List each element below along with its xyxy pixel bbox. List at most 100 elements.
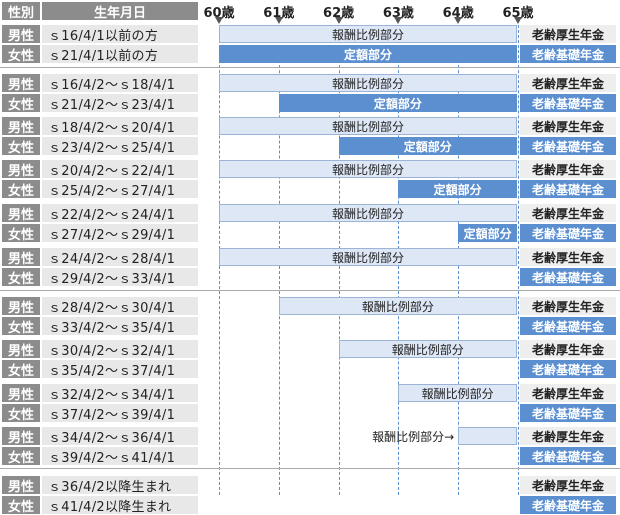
birthdate-range-male: ｓ34/4/2～ｓ36/4/1 xyxy=(42,427,198,446)
proportional-bar-label: 報酬比例部分 xyxy=(331,76,404,91)
age-label: 64歳 xyxy=(442,6,474,21)
gender-male: 男性 xyxy=(2,204,40,223)
proportional-bar-label: 報酬比例部分 xyxy=(361,299,434,314)
birthdate-range-female: ｓ27/4/2～ｓ29/4/1 xyxy=(42,224,198,243)
kosei-pension-label: 老齢厚生年金 xyxy=(520,248,616,266)
proportional-bar-label: 報酬比例部分 xyxy=(331,162,404,177)
age-label: 63歳 xyxy=(382,6,414,21)
gender-female: 女性 xyxy=(2,180,40,199)
proportional-bar: 報酬比例部分 xyxy=(219,74,517,92)
fixed-bar: 定額部分 xyxy=(278,94,517,112)
kiso-pension-label: 老齢基礎年金 xyxy=(520,137,616,155)
proportional-arrow-note: 報酬比例部分→ xyxy=(372,429,455,444)
section-divider xyxy=(0,67,620,68)
birthdate-range-female: ｓ33/4/2～ｓ35/4/1 xyxy=(42,317,198,336)
proportional-bar: 報酬比例部分 xyxy=(219,204,517,222)
proportional-bar-label: 報酬比例部分 xyxy=(331,27,404,42)
proportional-bar-label: 報酬比例部分 xyxy=(391,342,464,357)
age-marker-icon xyxy=(394,17,403,24)
age-label: 65歳 xyxy=(502,6,534,21)
kiso-pension-label: 老齢基礎年金 xyxy=(520,268,616,286)
birthdate-range-male: ｓ32/4/2～ｓ34/4/1 xyxy=(42,384,198,403)
age-guide-line xyxy=(518,25,519,495)
kiso-pension-label: 老齢基礎年金 xyxy=(520,45,616,63)
proportional-bar: 報酬比例部分 xyxy=(219,160,517,178)
gender-male: 男性 xyxy=(2,74,40,93)
age-marker-icon xyxy=(514,17,522,24)
gender-male: 男性 xyxy=(2,160,40,179)
gender-female: 女性 xyxy=(2,268,40,287)
gender-female: 女性 xyxy=(2,496,40,515)
age-marker-icon xyxy=(274,17,283,24)
birthdate-range-female: ｓ21/4/1以前の方 xyxy=(42,45,198,64)
gender-female: 女性 xyxy=(2,94,40,113)
proportional-bar: 報酬比例部分 xyxy=(219,248,517,266)
fixed-bar: 定額部分 xyxy=(458,224,517,242)
gender-male: 男性 xyxy=(2,384,40,403)
age-label: 61歳 xyxy=(263,6,295,21)
section-divider xyxy=(0,290,620,291)
birthdate-range-male: ｓ18/4/2～ｓ20/4/1 xyxy=(42,117,198,136)
fixed-bar: 定額部分 xyxy=(398,180,517,198)
gender-female: 女性 xyxy=(2,224,40,243)
gender-male: 男性 xyxy=(2,427,40,446)
age-marker-icon xyxy=(454,17,463,24)
kosei-pension-label: 老齢厚生年金 xyxy=(520,297,616,315)
birthdate-range-male: ｓ36/4/2以降生まれ xyxy=(42,476,198,495)
birthdate-range-male: ｓ16/4/2～ｓ18/4/1 xyxy=(42,74,198,93)
birthdate-range-female: ｓ23/4/2～ｓ25/4/1 xyxy=(42,137,198,156)
birthdate-range-male: ｓ28/4/2～ｓ30/4/1 xyxy=(42,297,198,316)
kosei-pension-label: 老齢厚生年金 xyxy=(520,384,616,402)
birthdate-range-female: ｓ37/4/2～ｓ39/4/1 xyxy=(42,404,198,423)
age-marker-icon xyxy=(215,17,223,24)
proportional-bar: 報酬比例部分 xyxy=(219,25,517,43)
gender-male: 男性 xyxy=(2,25,40,44)
proportional-bar: 報酬比例部分 xyxy=(398,384,517,402)
birthdate-range-female: ｓ35/4/2～ｓ37/4/1 xyxy=(42,360,198,379)
gender-male: 男性 xyxy=(2,340,40,359)
age-label: 60歳 xyxy=(203,6,235,21)
gender-female: 女性 xyxy=(2,404,40,423)
proportional-bar-label: 報酬比例部分 xyxy=(331,119,404,134)
birthdate-range-female: ｓ29/4/2～ｓ33/4/1 xyxy=(42,268,198,287)
gender-female: 女性 xyxy=(2,317,40,336)
gender-female: 女性 xyxy=(2,360,40,379)
proportional-bar: 報酬比例部分 xyxy=(278,297,517,315)
gender-female: 女性 xyxy=(2,447,40,466)
fixed-bar: 定額部分 xyxy=(338,137,517,155)
kosei-pension-label: 老齢厚生年金 xyxy=(520,25,616,43)
kosei-pension-label: 老齢厚生年金 xyxy=(520,476,616,494)
kiso-pension-label: 老齢基礎年金 xyxy=(520,496,616,514)
kosei-pension-label: 老齢厚生年金 xyxy=(520,160,616,178)
fixed-bar: 定額部分 xyxy=(219,45,517,63)
gender-female: 女性 xyxy=(2,45,40,64)
birthdate-range-female: ｓ21/4/2～ｓ23/4/1 xyxy=(42,94,198,113)
kiso-pension-label: 老齢基礎年金 xyxy=(520,360,616,378)
kosei-pension-label: 老齢厚生年金 xyxy=(520,204,616,222)
header-birthdate: 生年月日 xyxy=(42,2,198,21)
kiso-pension-label: 老齢基礎年金 xyxy=(520,94,616,112)
proportional-bar: 報酬比例部分 xyxy=(338,340,517,358)
birthdate-range-male: ｓ24/4/2～ｓ28/4/1 xyxy=(42,248,198,267)
gender-male: 男性 xyxy=(2,248,40,267)
proportional-bar-label: 報酬比例部分 xyxy=(331,206,404,221)
kiso-pension-label: 老齢基礎年金 xyxy=(520,404,616,422)
birthdate-range-male: ｓ16/4/1以前の方 xyxy=(42,25,198,44)
birthdate-range-female: ｓ41/4/2以降生まれ xyxy=(42,496,198,515)
birthdate-range-female: ｓ25/4/2～ｓ27/4/1 xyxy=(42,180,198,199)
age-marker-icon xyxy=(334,17,343,24)
proportional-bar: 報酬比例部分 xyxy=(219,117,517,135)
kosei-pension-label: 老齢厚生年金 xyxy=(520,427,616,445)
gender-male: 男性 xyxy=(2,297,40,316)
birthdate-range-male: ｓ30/4/2～ｓ32/4/1 xyxy=(42,340,198,359)
proportional-bar xyxy=(458,427,517,445)
kiso-pension-label: 老齢基礎年金 xyxy=(520,447,616,465)
gender-female: 女性 xyxy=(2,137,40,156)
section-divider xyxy=(0,468,620,469)
proportional-bar-label: 報酬比例部分 xyxy=(421,386,494,401)
kiso-pension-label: 老齢基礎年金 xyxy=(520,180,616,198)
kiso-pension-label: 老齢基礎年金 xyxy=(520,224,616,242)
kosei-pension-label: 老齢厚生年金 xyxy=(520,340,616,358)
birthdate-range-male: ｓ22/4/2～ｓ24/4/1 xyxy=(42,204,198,223)
kiso-pension-label: 老齢基礎年金 xyxy=(520,317,616,335)
